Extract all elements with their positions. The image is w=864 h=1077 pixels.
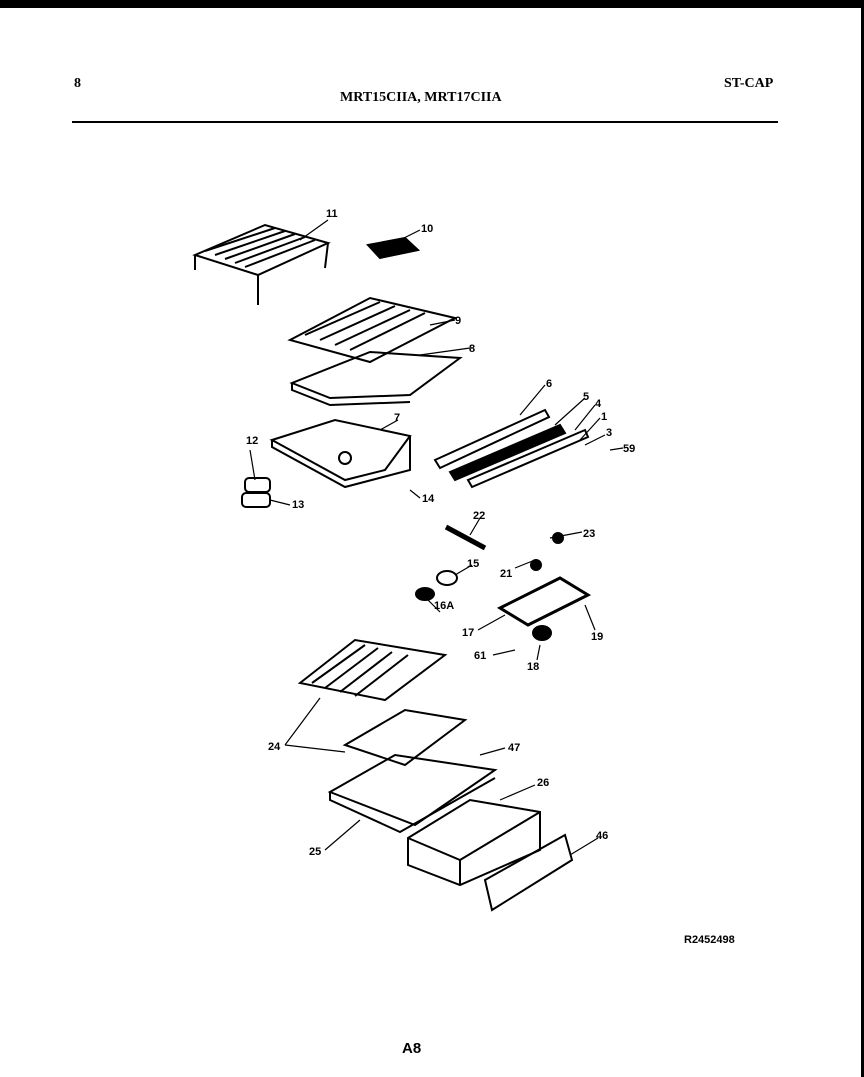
svg-text:59: 59 xyxy=(623,443,635,455)
svg-text:12: 12 xyxy=(246,435,258,447)
reference-code: R2452498 xyxy=(684,934,735,946)
part-18-knob xyxy=(532,625,552,641)
part-labels: 11 10 9 8 6 5 4 1 3 59 7 12 13 14 22 23 … xyxy=(246,208,635,858)
part-22-rod xyxy=(444,524,487,551)
model-numbers: MRT15CIIA, MRT17CIIA xyxy=(340,90,502,105)
svg-text:11: 11 xyxy=(326,208,338,220)
svg-text:23: 23 xyxy=(583,528,595,540)
svg-text:22: 22 xyxy=(473,510,485,522)
leader-lines xyxy=(249,219,624,856)
svg-text:3: 3 xyxy=(606,427,612,439)
header-rule xyxy=(72,121,778,123)
svg-text:4: 4 xyxy=(595,398,602,410)
part-11-wire-shelf xyxy=(192,223,331,305)
svg-text:6: 6 xyxy=(546,378,552,390)
page-number: 8 xyxy=(74,76,81,91)
section-code: ST-CAP xyxy=(724,76,774,91)
svg-text:17: 17 xyxy=(462,627,474,639)
part-47-25-crisper-cover xyxy=(327,753,498,834)
svg-text:8: 8 xyxy=(469,343,475,355)
svg-text:47: 47 xyxy=(508,742,520,754)
part-26-crisper-pan xyxy=(407,798,541,887)
part-7-shelf-pan xyxy=(269,418,412,489)
svg-text:21: 21 xyxy=(500,568,512,580)
part-10-clip xyxy=(366,236,421,260)
svg-text:24: 24 xyxy=(268,741,281,753)
part-12-13-brackets xyxy=(241,477,271,508)
part-46-drawer-front xyxy=(483,833,574,912)
part-8-shelf-frame xyxy=(289,350,463,407)
svg-text:14: 14 xyxy=(422,493,435,505)
part-24-glass-shelves xyxy=(297,638,468,767)
svg-text:19: 19 xyxy=(591,631,603,643)
page-code: A8 xyxy=(402,1040,422,1057)
part-6-5-1-rails xyxy=(433,408,590,489)
svg-text:10: 10 xyxy=(421,223,433,235)
svg-text:26: 26 xyxy=(537,777,549,789)
part-17-housing xyxy=(496,532,592,627)
part-9-shelf-cover xyxy=(287,296,458,364)
svg-text:7: 7 xyxy=(394,412,400,424)
svg-text:5: 5 xyxy=(583,391,589,403)
svg-text:46: 46 xyxy=(596,830,608,842)
svg-text:18: 18 xyxy=(527,661,539,673)
svg-text:15: 15 xyxy=(467,558,479,570)
svg-text:1: 1 xyxy=(601,411,607,423)
part-15-16A-lamp xyxy=(415,570,458,601)
svg-text:9: 9 xyxy=(455,315,461,327)
svg-text:13: 13 xyxy=(292,499,304,511)
svg-text:25: 25 xyxy=(309,846,321,858)
svg-text:61: 61 xyxy=(474,650,486,662)
svg-text:16A: 16A xyxy=(434,600,454,612)
